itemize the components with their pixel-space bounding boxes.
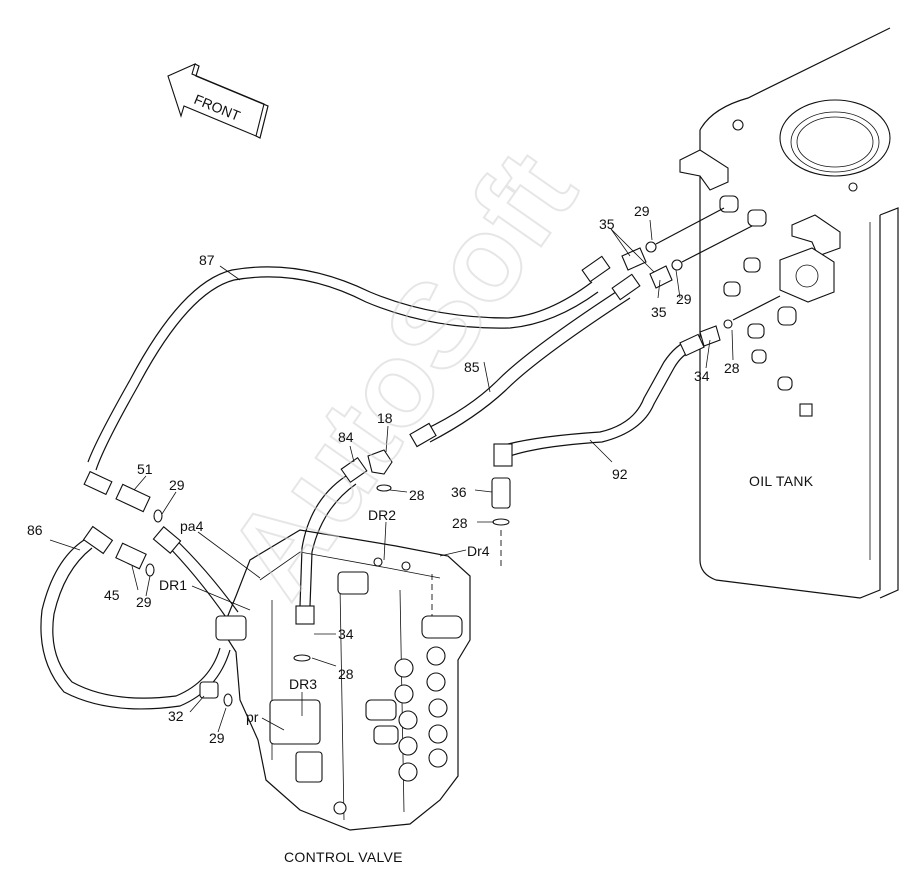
leader-lines (49, 219, 734, 733)
callout-84: 84 (338, 429, 354, 445)
callout-32: 32 (168, 708, 184, 724)
port-label-pr: pr (246, 709, 259, 725)
callout-28: 28 (338, 666, 354, 682)
callout-29: 29 (136, 594, 152, 610)
callout-36: 36 (451, 484, 467, 500)
watermark: AutoSoft (202, 128, 602, 620)
port-label-dr3: DR3 (289, 676, 317, 692)
port-label-dr1: DR1 (159, 577, 187, 593)
front-arrow: FRONT (167, 63, 269, 139)
callout-51: 51 (137, 461, 153, 477)
port-labels: pa4 DR1 DR2 DR3 Dr4 pr (159, 507, 490, 725)
callout-28: 28 (452, 515, 468, 531)
hose-86 (40, 525, 239, 710)
callout-45: 45 (104, 587, 120, 603)
callout-29: 29 (676, 291, 692, 307)
callout-92: 92 (612, 466, 628, 482)
callout-86: 86 (27, 522, 43, 538)
callout-35: 35 (651, 304, 667, 320)
hose-92 (493, 333, 705, 467)
tank-port-bosses (719, 195, 835, 417)
callout-numbers: 29 35 29 35 87 28 34 18 85 84 28 92 36 5… (27, 203, 740, 746)
oil-tank: OIL TANK (679, 27, 899, 599)
tank-label: OIL TANK (749, 473, 814, 489)
callout-29: 29 (209, 730, 225, 746)
port-label-pa4: pa4 (180, 518, 204, 534)
port-label-dr2: DR2 (368, 507, 396, 523)
callout-34: 34 (338, 626, 354, 642)
callout-87: 87 (199, 252, 215, 268)
control-valve: CONTROL VALVE (215, 529, 471, 865)
callout-35: 35 (599, 216, 615, 232)
fittings (115, 207, 781, 707)
callout-18: 18 (377, 410, 393, 426)
callout-29: 29 (169, 477, 185, 493)
callout-28: 28 (409, 487, 425, 503)
valve-spool-caps (365, 615, 463, 782)
hose-85 (409, 273, 641, 448)
port-label-dr4: Dr4 (467, 543, 490, 559)
callout-28: 28 (724, 360, 740, 376)
callout-85: 85 (464, 359, 480, 375)
hose-87 (83, 255, 611, 496)
valve-label: CONTROL VALVE (284, 849, 403, 865)
callout-34: 34 (694, 368, 710, 384)
callout-29: 29 (634, 203, 650, 219)
hose-84 (295, 456, 368, 625)
